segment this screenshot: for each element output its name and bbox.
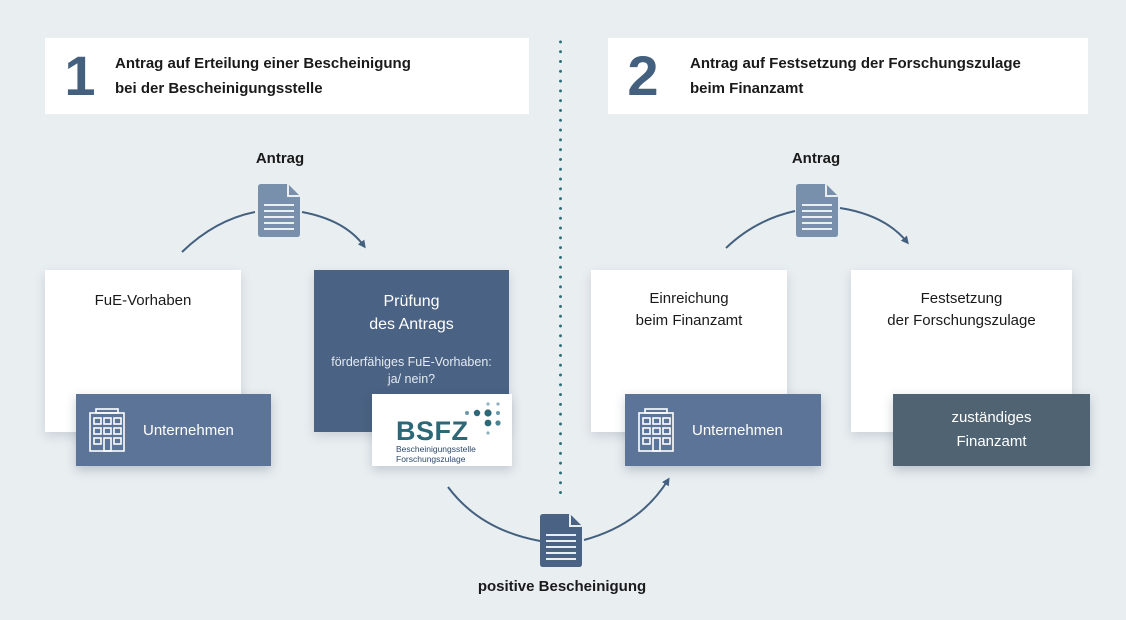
arrow-right-out [839,207,909,245]
section-divider [559,37,562,499]
arrow-bottom-out [583,477,670,541]
card-festsetzung-title: Festsetzung der Forschungszulage [887,290,1036,329]
step-2-title: Antrag auf Festsetzung der Forschungszul… [690,51,1021,101]
bsfz-logo-subtitle: Bescheinigungsstelle Forschungszulage [396,444,476,464]
step-1-number: 1 [64,44,96,107]
card-fue-vorhaben-title: FuE-Vorhaben [94,292,192,309]
bsfz-logo-mark: BSFZ [396,416,469,446]
bsfz-dots-icon [465,402,501,435]
document-icon [258,184,300,237]
tag-unternehmen-1: Unternehmen [76,394,271,466]
tag-zustaendiges-finanzamt-label: zuständiges Finanzamt [951,409,1032,450]
tag-unternehmen-1-label: Unternehmen [143,421,234,439]
step-2-number: 2 [627,44,659,107]
antrag-label-left: Antrag [255,150,305,167]
tag-zustaendiges-finanzamt: zuständiges Finanzamt [893,394,1090,466]
step-1-title: Antrag auf Erteilung einer Bescheinigung… [115,51,411,101]
step-2-title-line2: beim Finanzamt [690,80,804,97]
step-2-header: 2 Antrag auf Festsetzung der Forschungsz… [608,38,1088,114]
card-einreichung-title: Einreichung beim Finanzamt [635,290,743,329]
building-icon [89,408,125,452]
step-1-title-line2: bei der Bescheinigungsstelle [115,80,323,97]
arrow-left-in [181,211,256,253]
bsfz-logo: BSFZ Bescheinigungsstelle Forschungszula… [372,394,512,466]
document-icon [796,184,838,237]
tag-unternehmen-2-label: Unternehmen [692,421,783,439]
card-pruefung-title: Prüfung des Antrags [369,293,454,333]
tag-unternehmen-2: Unternehmen [625,394,821,466]
positive-certificate-label: positive Bescheinigung [477,578,647,595]
building-icon [638,408,674,452]
arrow-bottom-in [447,486,541,542]
card-pruefung-subtitle: förderfähiges FuE-Vorhaben: ja/ nein? [331,355,492,386]
step-1-header: 1 Antrag auf Erteilung einer Bescheinigu… [45,38,529,114]
step-1-title-line1: Antrag auf Erteilung einer Bescheinigung [115,55,411,72]
document-icon [540,514,582,567]
step-2-title-line1: Antrag auf Festsetzung der Forschungszul… [690,55,1021,72]
antrag-label-right: Antrag [791,150,841,167]
arrow-left-out [301,211,366,249]
arrow-right-in [725,210,796,249]
